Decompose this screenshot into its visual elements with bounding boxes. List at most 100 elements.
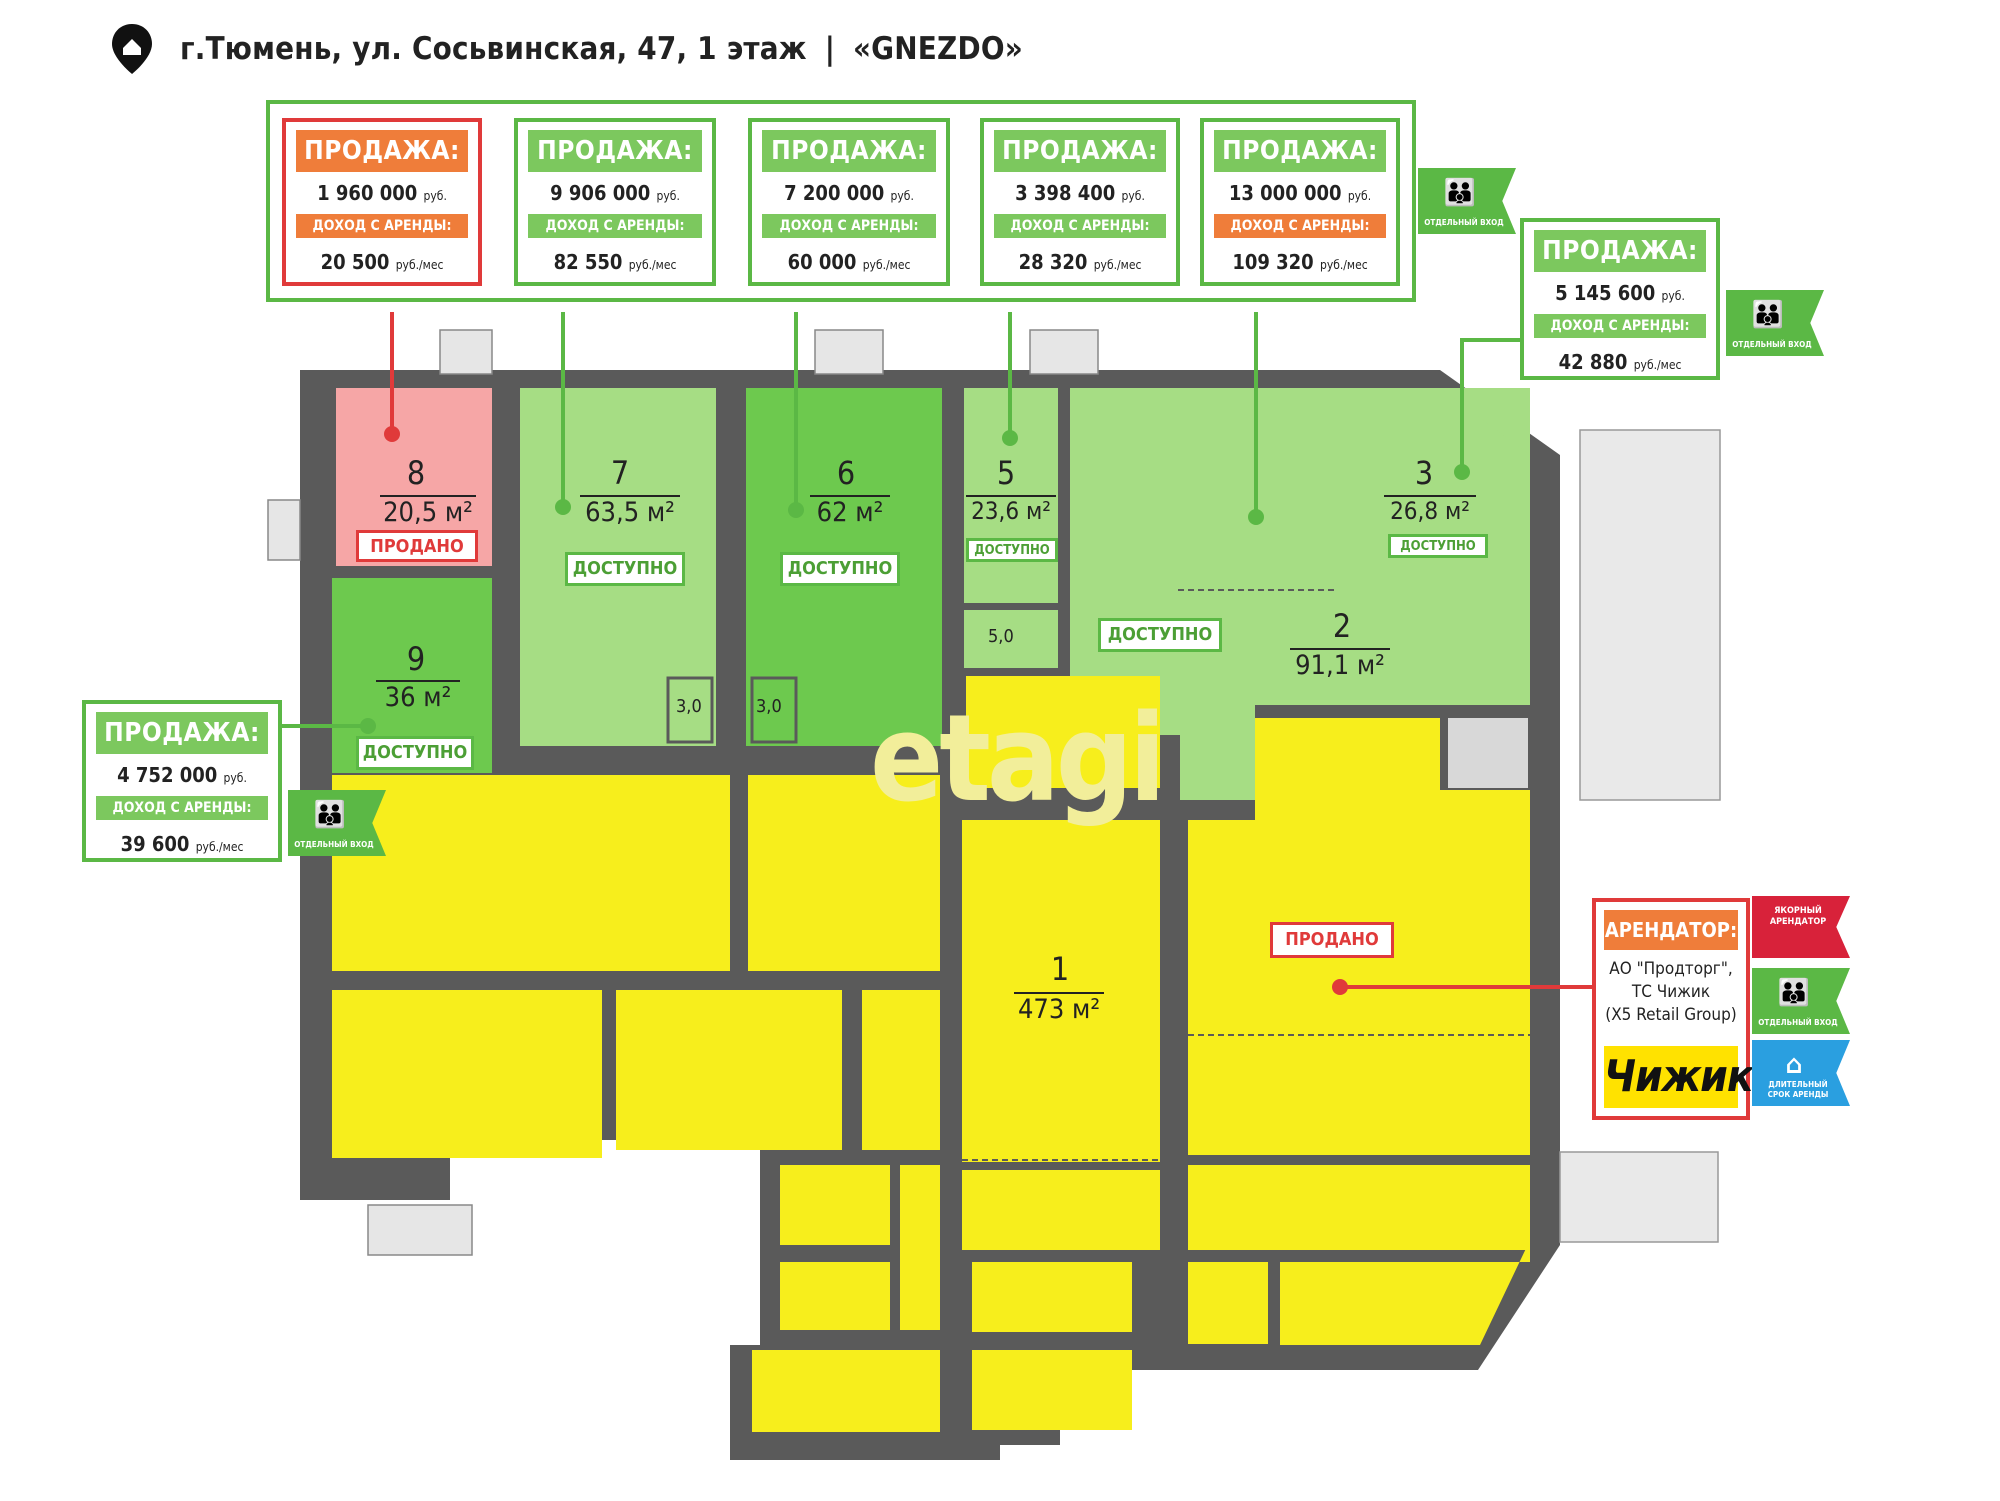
rent-income: 39 600 руб./мес — [120, 832, 244, 856]
room-8-number: 8 — [406, 454, 426, 492]
sale-title: ПРОДАЖА: — [96, 712, 268, 754]
tenant-info: АО "Продторг", ТС Чижик (X5 Retail Group… — [1605, 959, 1737, 1025]
etagi-watermark: etagi — [870, 690, 1166, 829]
room-y5 — [862, 990, 940, 1150]
room-7-status: ДОСТУПНО — [565, 552, 685, 586]
closet-7-area: 3,0 — [676, 696, 702, 717]
room-5-number: 5 — [996, 454, 1016, 492]
room-y4 — [616, 990, 842, 1150]
listing-card-5[interactable]: ПРОДАЖА: 3 398 400 руб. ДОХОД С АРЕНДЫ: … — [980, 118, 1180, 286]
listing-card-7[interactable]: ПРОДАЖА: 9 906 000 руб. ДОХОД С АРЕНДЫ: … — [514, 118, 716, 286]
listing-card-6[interactable]: ПРОДАЖА: 7 200 000 руб. ДОХОД С АРЕНДЫ: … — [748, 118, 950, 286]
door-entrance-icon: 👪 — [1443, 178, 1477, 208]
sale-price: 3 398 400 руб. — [1015, 181, 1145, 205]
room-7-number: 7 — [610, 454, 630, 492]
room-y14 — [1188, 1165, 1530, 1250]
rent-income-label: ДОХОД С АРЕНДЫ: — [96, 796, 268, 820]
room-2-number: 2 — [1332, 607, 1352, 645]
room-y16 — [1188, 1262, 1268, 1344]
listing-card-3[interactable]: ПРОДАЖА: 5 145 600 руб. ДОХОД С АРЕНДЫ: … — [1520, 218, 1720, 380]
rent-income-label: ДОХОД С АРЕНДЫ: — [296, 214, 468, 238]
anchor-icon: ЯКОРНЫЙ АРЕНДАТОР — [1769, 906, 1827, 927]
sale-price: 7 200 000 руб. — [784, 181, 914, 205]
room-3-area: 26,8 м² — [1384, 495, 1476, 525]
room-7-closet — [666, 676, 714, 744]
stairs-top-5 — [1029, 329, 1099, 375]
header-separator: | — [824, 31, 835, 67]
room-1-number: 1 — [1050, 950, 1070, 988]
room-1-area: 473 м² — [1014, 992, 1104, 1025]
room-y7 — [780, 1165, 890, 1245]
sale-title: ПРОДАЖА: — [296, 130, 468, 172]
room-y12 — [752, 1350, 940, 1432]
stairs-bottom-left — [367, 1204, 473, 1256]
listing-card-8[interactable]: ПРОДАЖА: 1 960 000 руб. ДОХОД С АРЕНДЫ: … — [282, 118, 482, 286]
sale-price: 13 000 000 руб. — [1228, 181, 1372, 205]
anchor-tenant-flag: ЯКОРНЫЙ АРЕНДАТОР — [1752, 896, 1850, 958]
porch-right — [1579, 429, 1721, 801]
room-y1 — [332, 775, 730, 971]
room-1-status: ПРОДАНО — [1270, 922, 1394, 958]
stairs-top-6 — [814, 329, 884, 375]
door-entrance-icon: 👪 — [1751, 300, 1785, 330]
room-8-status: ПРОДАНО — [356, 530, 478, 562]
door-entrance-icon: 👪 — [1777, 978, 1811, 1008]
address: г.Тюмень, ул. Сосьвинская, 47, 1 этаж — [180, 31, 807, 67]
complex-name: «GNEZDO» — [852, 31, 1023, 67]
room-y15 — [1280, 1240, 1530, 1345]
rent-income: 20 500 руб./мес — [320, 250, 444, 274]
room-9-status: ДОСТУПНО — [356, 736, 474, 770]
separate-entrance-flag-tenant: 👪 ОТДЕЛЬНЫЙ ВХОД — [1752, 968, 1850, 1034]
room-5-area: 23,6 м² — [966, 495, 1056, 525]
sale-title: ПРОДАЖА: — [1534, 230, 1706, 272]
room-y13 — [972, 1350, 1132, 1430]
room-6-number: 6 — [836, 454, 856, 492]
room-6-closet — [750, 676, 798, 744]
separate-entrance-flag-top: 👪 ОТДЕЛЬНЫЙ ВХОД — [1418, 168, 1516, 234]
closet-6-area: 3,0 — [756, 696, 782, 717]
room-y10 — [962, 1170, 1160, 1250]
listings-group-frame — [266, 100, 1416, 302]
tenant-card[interactable]: АРЕНДАТОР: АО "Продторг", ТС Чижик (X5 R… — [1592, 898, 1754, 1120]
house-icon: ⌂ — [1785, 1050, 1803, 1080]
page-header: г.Тюмень, ул. Сосьвинская, 47, 1 этаж | … — [110, 22, 1023, 76]
rent-income-label: ДОХОД С АРЕНДЫ: — [1214, 214, 1386, 238]
room-y2 — [748, 775, 940, 971]
chizhik-logo: Чижик — [1604, 1046, 1754, 1108]
stairs-top-8 — [439, 329, 493, 375]
sale-price: 9 906 000 руб. — [550, 181, 680, 205]
leader-dots — [360, 426, 1470, 995]
separate-entrance-flag-left: 👪 ОТДЕЛЬНЫЙ ВХОД — [288, 790, 386, 856]
location-pin-icon — [112, 24, 152, 74]
door-entrance-icon: 👪 — [313, 800, 347, 830]
rent-income: 28 320 руб./мес — [1018, 250, 1142, 274]
sale-title: ПРОДАЖА: — [762, 130, 936, 172]
room-6-area: 62 м² — [810, 495, 890, 528]
room-9-area: 36 м² — [376, 680, 460, 713]
rent-income-label: ДОХОД С АРЕНДЫ: — [528, 214, 702, 238]
sale-price: 4 752 000 руб. — [117, 763, 247, 787]
separate-entrance-flag-right: 👪 ОТДЕЛЬНЫЙ ВХОД — [1726, 290, 1824, 356]
sale-price: 1 960 000 руб. — [317, 181, 447, 205]
room-y6 — [966, 676, 1160, 788]
sale-price: 5 145 600 руб. — [1555, 281, 1685, 305]
room-2-area: 91,1 м² — [1290, 648, 1390, 681]
room-5b-area: 5,0 — [988, 626, 1014, 647]
sale-title: ПРОДАЖА: — [1214, 130, 1386, 172]
rent-income-label: ДОХОД С АРЕНДЫ: — [1534, 314, 1706, 338]
listing-card-9[interactable]: ПРОДАЖА: 4 752 000 руб. ДОХОД С АРЕНДЫ: … — [82, 700, 282, 862]
long-term-flag: ⌂ ДЛИТЕЛЬНЫЙ СРОК АРЕНДЫ — [1752, 1040, 1850, 1106]
room-9-number: 9 — [406, 640, 426, 678]
sale-title: ПРОДАЖА: — [528, 130, 702, 172]
room-y8 — [900, 1165, 940, 1330]
rent-income-label: ДОХОД С АРЕНДЫ: — [762, 214, 936, 238]
room-3-number: 3 — [1414, 454, 1434, 492]
room-y11 — [972, 1262, 1132, 1332]
listing-card-2[interactable]: ПРОДАЖА: 13 000 000 руб. ДОХОД С АРЕНДЫ:… — [1200, 118, 1400, 286]
rent-income-label: ДОХОД С АРЕНДЫ: — [994, 214, 1166, 238]
room-grey — [1448, 718, 1528, 788]
room-1-fill — [962, 820, 1160, 1162]
rent-income: 60 000 руб./мес — [787, 250, 911, 274]
room-5b-fill — [964, 610, 1058, 668]
